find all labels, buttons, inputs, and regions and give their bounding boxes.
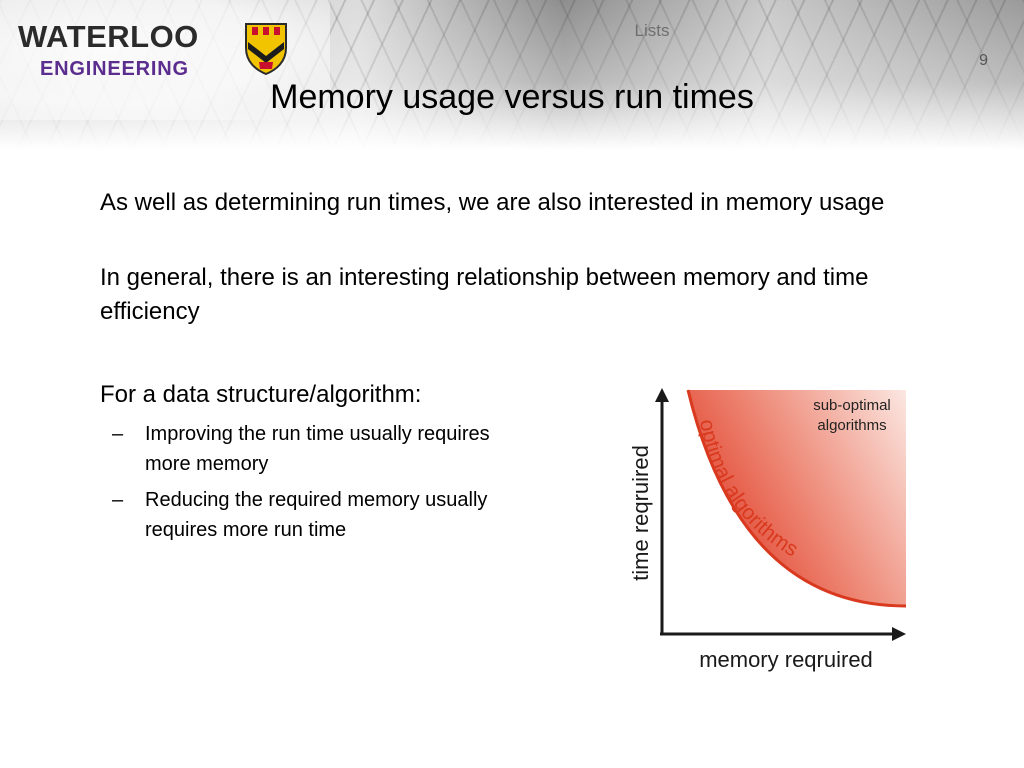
bullet-dash: – [112,489,124,511]
university-crest-icon [245,23,287,76]
sub-bullet-text: Improving the run time usually requires … [145,423,490,475]
x-axis-arrowhead [892,627,906,641]
logo-wordmark-engineering: ENGINEERING [40,58,189,80]
sub-bullet-text: Reducing the required memory usually req… [145,489,488,541]
y-axis-arrowhead [655,388,669,402]
paragraph-data-structure-intro: For a data structure/algorithm: [100,381,422,408]
sub-bullet-run-time: – Improving the run time usually require… [112,419,532,483]
logo-wordmark-waterloo: WATERLOO [18,19,199,54]
memory-time-tradeoff-diagram: sub-optimal algorithms optimal algorithm… [610,380,920,680]
section-label: Lists [634,21,670,40]
waterloo-engineering-logo: WATERLOO ENGINEERING [18,18,308,88]
page-number: 9 [979,52,988,69]
optimal-frontier-curve [686,389,907,608]
y-axis-label: time reqruired [628,445,653,581]
x-axis-label: memory reqruired [699,647,873,672]
bullet-dash: – [112,423,124,445]
paragraph-memory-interest: As well as determining run times, we are… [100,189,885,216]
tradeoff-diagram-svg: sub-optimal algorithms optimal algorithm… [628,388,907,672]
slide-title: Memory usage versus run times [270,78,754,116]
region-label-line2: algorithms [817,417,886,434]
sub-optimal-region [688,390,906,606]
sub-bullet-memory: – Reducing the required memory usually r… [112,485,532,549]
region-label-line1: sub-optimal [813,397,891,414]
paragraph-memory-time-relationship: In general, there is an interesting rela… [100,264,869,325]
